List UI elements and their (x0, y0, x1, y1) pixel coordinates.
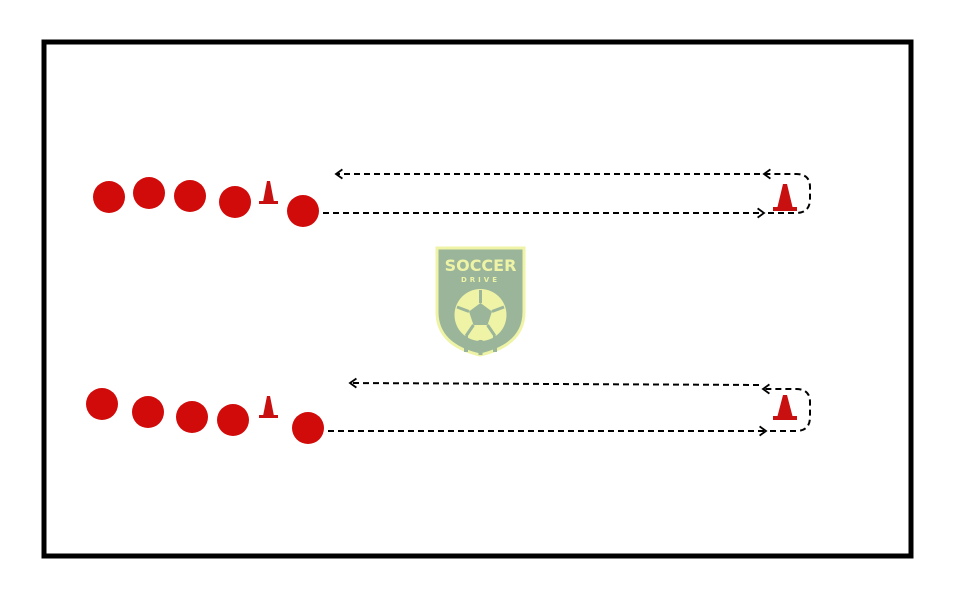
start-cone-icon (259, 181, 278, 204)
player-waiting (132, 396, 164, 428)
path-turn-arrow (761, 383, 811, 432)
path-return-arrow (348, 377, 760, 389)
soccer-ball-icon (454, 289, 507, 355)
far-cone-icon (773, 395, 797, 420)
soccer-drive-logo: SOCCER DRIVE (435, 246, 526, 357)
active-player (292, 412, 324, 444)
path-turn-arrow (762, 168, 811, 214)
start-cone-icon (259, 396, 278, 418)
lane-bottom (86, 377, 811, 444)
active-player (287, 195, 319, 227)
player-waiting (86, 388, 118, 420)
logo-subtitle: DRIVE (461, 276, 500, 284)
player-waiting (174, 180, 206, 212)
player-waiting (219, 186, 251, 218)
far-cone-icon (773, 184, 797, 211)
player-waiting (93, 181, 125, 213)
logo-title: SOCCER (445, 256, 517, 275)
lane-top (93, 168, 811, 227)
player-waiting (217, 404, 249, 436)
player-waiting (133, 177, 165, 209)
player-waiting (176, 401, 208, 433)
